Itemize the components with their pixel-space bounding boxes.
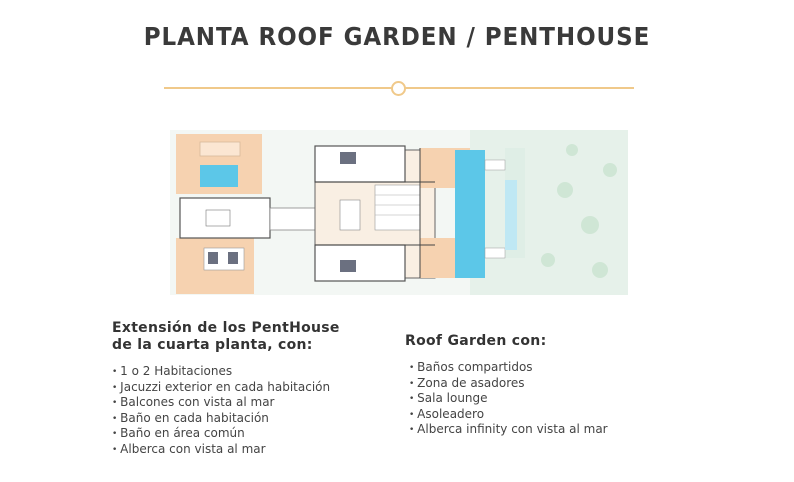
page-title: PLANTA ROOF GARDEN / PENTHOUSE <box>143 22 651 51</box>
floor-plan-image <box>170 130 628 295</box>
list-item: Alberca infinity con vista al mar <box>405 422 665 438</box>
list-item: Baño en cada habitación <box>112 411 382 427</box>
list-item: Alberca con vista al mar <box>112 442 382 458</box>
roof-garden-list: Baños compartidos Zona de asadores Sala … <box>405 360 665 438</box>
penthouse-heading: Extensión de los PentHouse de la cuarta … <box>112 320 340 353</box>
divider-ornament <box>391 81 406 96</box>
list-item: Jacuzzi exterior en cada habitación <box>112 380 382 396</box>
roof-garden-heading: Roof Garden con: <box>405 333 547 349</box>
list-item: Zona de asadores <box>405 376 665 392</box>
penthouse-list: 1 o 2 Habitaciones Jacuzzi exterior en c… <box>112 364 382 457</box>
roof-garden-features: Roof Garden con: Baños compartidos Zona … <box>405 333 665 438</box>
list-item: 1 o 2 Habitaciones <box>112 364 382 380</box>
list-item: Asoleadero <box>405 407 665 423</box>
list-item: Sala lounge <box>405 391 665 407</box>
list-item: Baño en área común <box>112 426 382 442</box>
list-item: Balcones con vista al mar <box>112 395 382 411</box>
penthouse-features: Extensión de los PentHouse de la cuarta … <box>112 320 382 457</box>
list-item: Baños compartidos <box>405 360 665 376</box>
